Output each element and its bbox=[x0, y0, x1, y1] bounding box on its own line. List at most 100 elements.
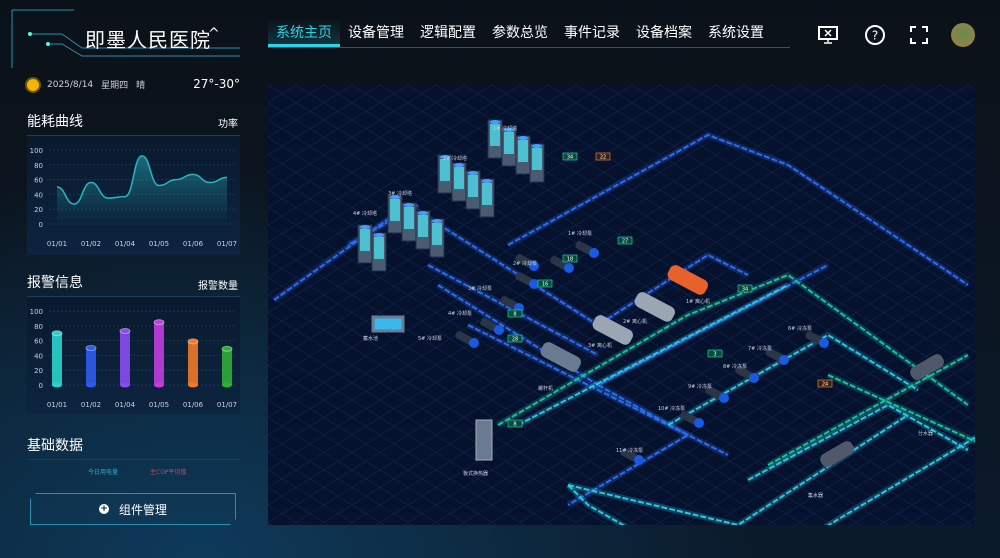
component-manage-button[interactable]: + 组件管理 bbox=[30, 493, 236, 525]
grid-line bbox=[268, 329, 581, 525]
pipe-cyan bbox=[567, 436, 975, 525]
readout-value: 22 bbox=[600, 155, 606, 161]
pump-motor bbox=[589, 248, 599, 258]
readout-box bbox=[817, 379, 833, 388]
grid-line bbox=[268, 85, 325, 121]
equipment-label: 螺杆机 bbox=[538, 385, 553, 392]
x-tick-label: 01/04 bbox=[115, 240, 136, 248]
bar-top bbox=[221, 345, 233, 352]
equipment-label: 1# 离心机 bbox=[686, 298, 710, 305]
grid-line bbox=[851, 447, 975, 525]
x-tick-label: 01/05 bbox=[149, 401, 169, 409]
alarm-unit: 报警数量 bbox=[198, 281, 238, 292]
cooling-tower-fins bbox=[504, 132, 514, 154]
nav-tab-3[interactable]: 参数总览 bbox=[492, 25, 548, 41]
pump-motor bbox=[564, 263, 574, 273]
nav-tab-2[interactable]: 逻辑配置 bbox=[420, 25, 476, 41]
cooling-tower-fins bbox=[432, 223, 442, 245]
nav-tab-5[interactable]: 设备档案 bbox=[636, 25, 692, 41]
chevron-up-icon[interactable]: ^ bbox=[208, 26, 220, 42]
pipe-cyan bbox=[517, 284, 789, 426]
fan-icon bbox=[490, 120, 500, 124]
plus-icon: + bbox=[100, 504, 108, 514]
y-tick-label: 0 bbox=[39, 221, 43, 229]
grid-line bbox=[268, 85, 801, 418]
bar-base bbox=[120, 382, 130, 388]
grid-line bbox=[268, 85, 437, 191]
grid-line bbox=[268, 189, 805, 525]
pipe-blue bbox=[467, 324, 729, 456]
bar-base bbox=[154, 382, 164, 388]
hospital-title[interactable]: 即墨人民医院 bbox=[85, 28, 211, 52]
svg-text:?: ? bbox=[872, 29, 878, 43]
fullscreen-icon[interactable] bbox=[908, 24, 930, 46]
equipment-label: 2# 冷却塔 bbox=[443, 155, 467, 162]
screen-icon[interactable] bbox=[817, 24, 839, 46]
fan-icon bbox=[432, 219, 442, 223]
readout-value: 34 bbox=[567, 155, 573, 161]
cooling-tower-fins bbox=[532, 148, 542, 170]
grid-line bbox=[268, 85, 297, 103]
pipe-green bbox=[767, 354, 969, 466]
y-tick-label: 60 bbox=[34, 338, 43, 346]
grid-line bbox=[268, 434, 413, 525]
grid-line bbox=[268, 277, 665, 525]
grid-line bbox=[487, 220, 975, 525]
plate-heat-exchanger bbox=[475, 419, 493, 461]
grid-line bbox=[268, 85, 605, 296]
grid bbox=[268, 85, 975, 525]
nav-tab-6[interactable]: 系统设置 bbox=[708, 25, 764, 41]
equipment-label: 4# 冷却塔 bbox=[353, 210, 377, 217]
y-tick-label: 0 bbox=[39, 382, 43, 390]
readout-value: 24 bbox=[822, 382, 828, 388]
y-tick-label: 40 bbox=[34, 352, 43, 360]
grid-line bbox=[268, 85, 493, 226]
pump-motor bbox=[749, 373, 759, 383]
chiller bbox=[667, 265, 708, 295]
weather-info: 2025/8/14 星期四 晴 bbox=[27, 78, 145, 91]
grid-line bbox=[268, 522, 273, 525]
today-power-label: 今日用电量 bbox=[88, 469, 119, 476]
readout-value: 34 bbox=[742, 287, 748, 293]
grid-line bbox=[431, 185, 975, 525]
pump bbox=[500, 296, 518, 310]
pump bbox=[575, 241, 593, 255]
grid-line bbox=[268, 242, 721, 525]
pump bbox=[680, 411, 698, 425]
readout-value: 28 bbox=[512, 337, 518, 343]
grid-line bbox=[268, 85, 521, 243]
grid-line bbox=[268, 364, 525, 525]
sun-icon bbox=[27, 78, 39, 91]
grid-line bbox=[715, 85, 975, 248]
equipment-label: 9# 冷冻泵 bbox=[688, 383, 712, 390]
x-tick-label: 01/07 bbox=[217, 240, 237, 248]
cooling-tower-fins bbox=[454, 167, 464, 189]
grid-line bbox=[519, 85, 975, 370]
cooling-tower-fins bbox=[440, 159, 450, 181]
nav-tab-0[interactable]: 系统主页 bbox=[268, 18, 340, 47]
bar-base bbox=[188, 382, 198, 388]
avatar[interactable] bbox=[951, 23, 975, 47]
grid-line bbox=[855, 85, 975, 160]
equipment-label: 1# 冷却塔 bbox=[493, 125, 517, 132]
grid-line bbox=[571, 272, 975, 525]
grid-line bbox=[268, 85, 913, 488]
bar bbox=[52, 333, 62, 385]
nav-tab-4[interactable]: 事件记录 bbox=[564, 25, 620, 41]
bar-top bbox=[119, 327, 131, 334]
cooling-tower-fins bbox=[518, 140, 528, 162]
pipe-cyan bbox=[747, 403, 969, 481]
bar-top bbox=[85, 345, 97, 351]
grid-line bbox=[268, 85, 745, 383]
x-tick-label: 01/01 bbox=[47, 401, 67, 409]
nav-tab-1[interactable]: 设备管理 bbox=[348, 25, 404, 41]
x-tick-label: 01/06 bbox=[183, 240, 204, 248]
grid-line bbox=[603, 85, 975, 318]
pump bbox=[515, 254, 533, 268]
help-icon[interactable]: ? bbox=[864, 24, 886, 46]
bar bbox=[188, 341, 198, 385]
pump-motor bbox=[779, 355, 789, 365]
grid-line bbox=[268, 85, 941, 506]
